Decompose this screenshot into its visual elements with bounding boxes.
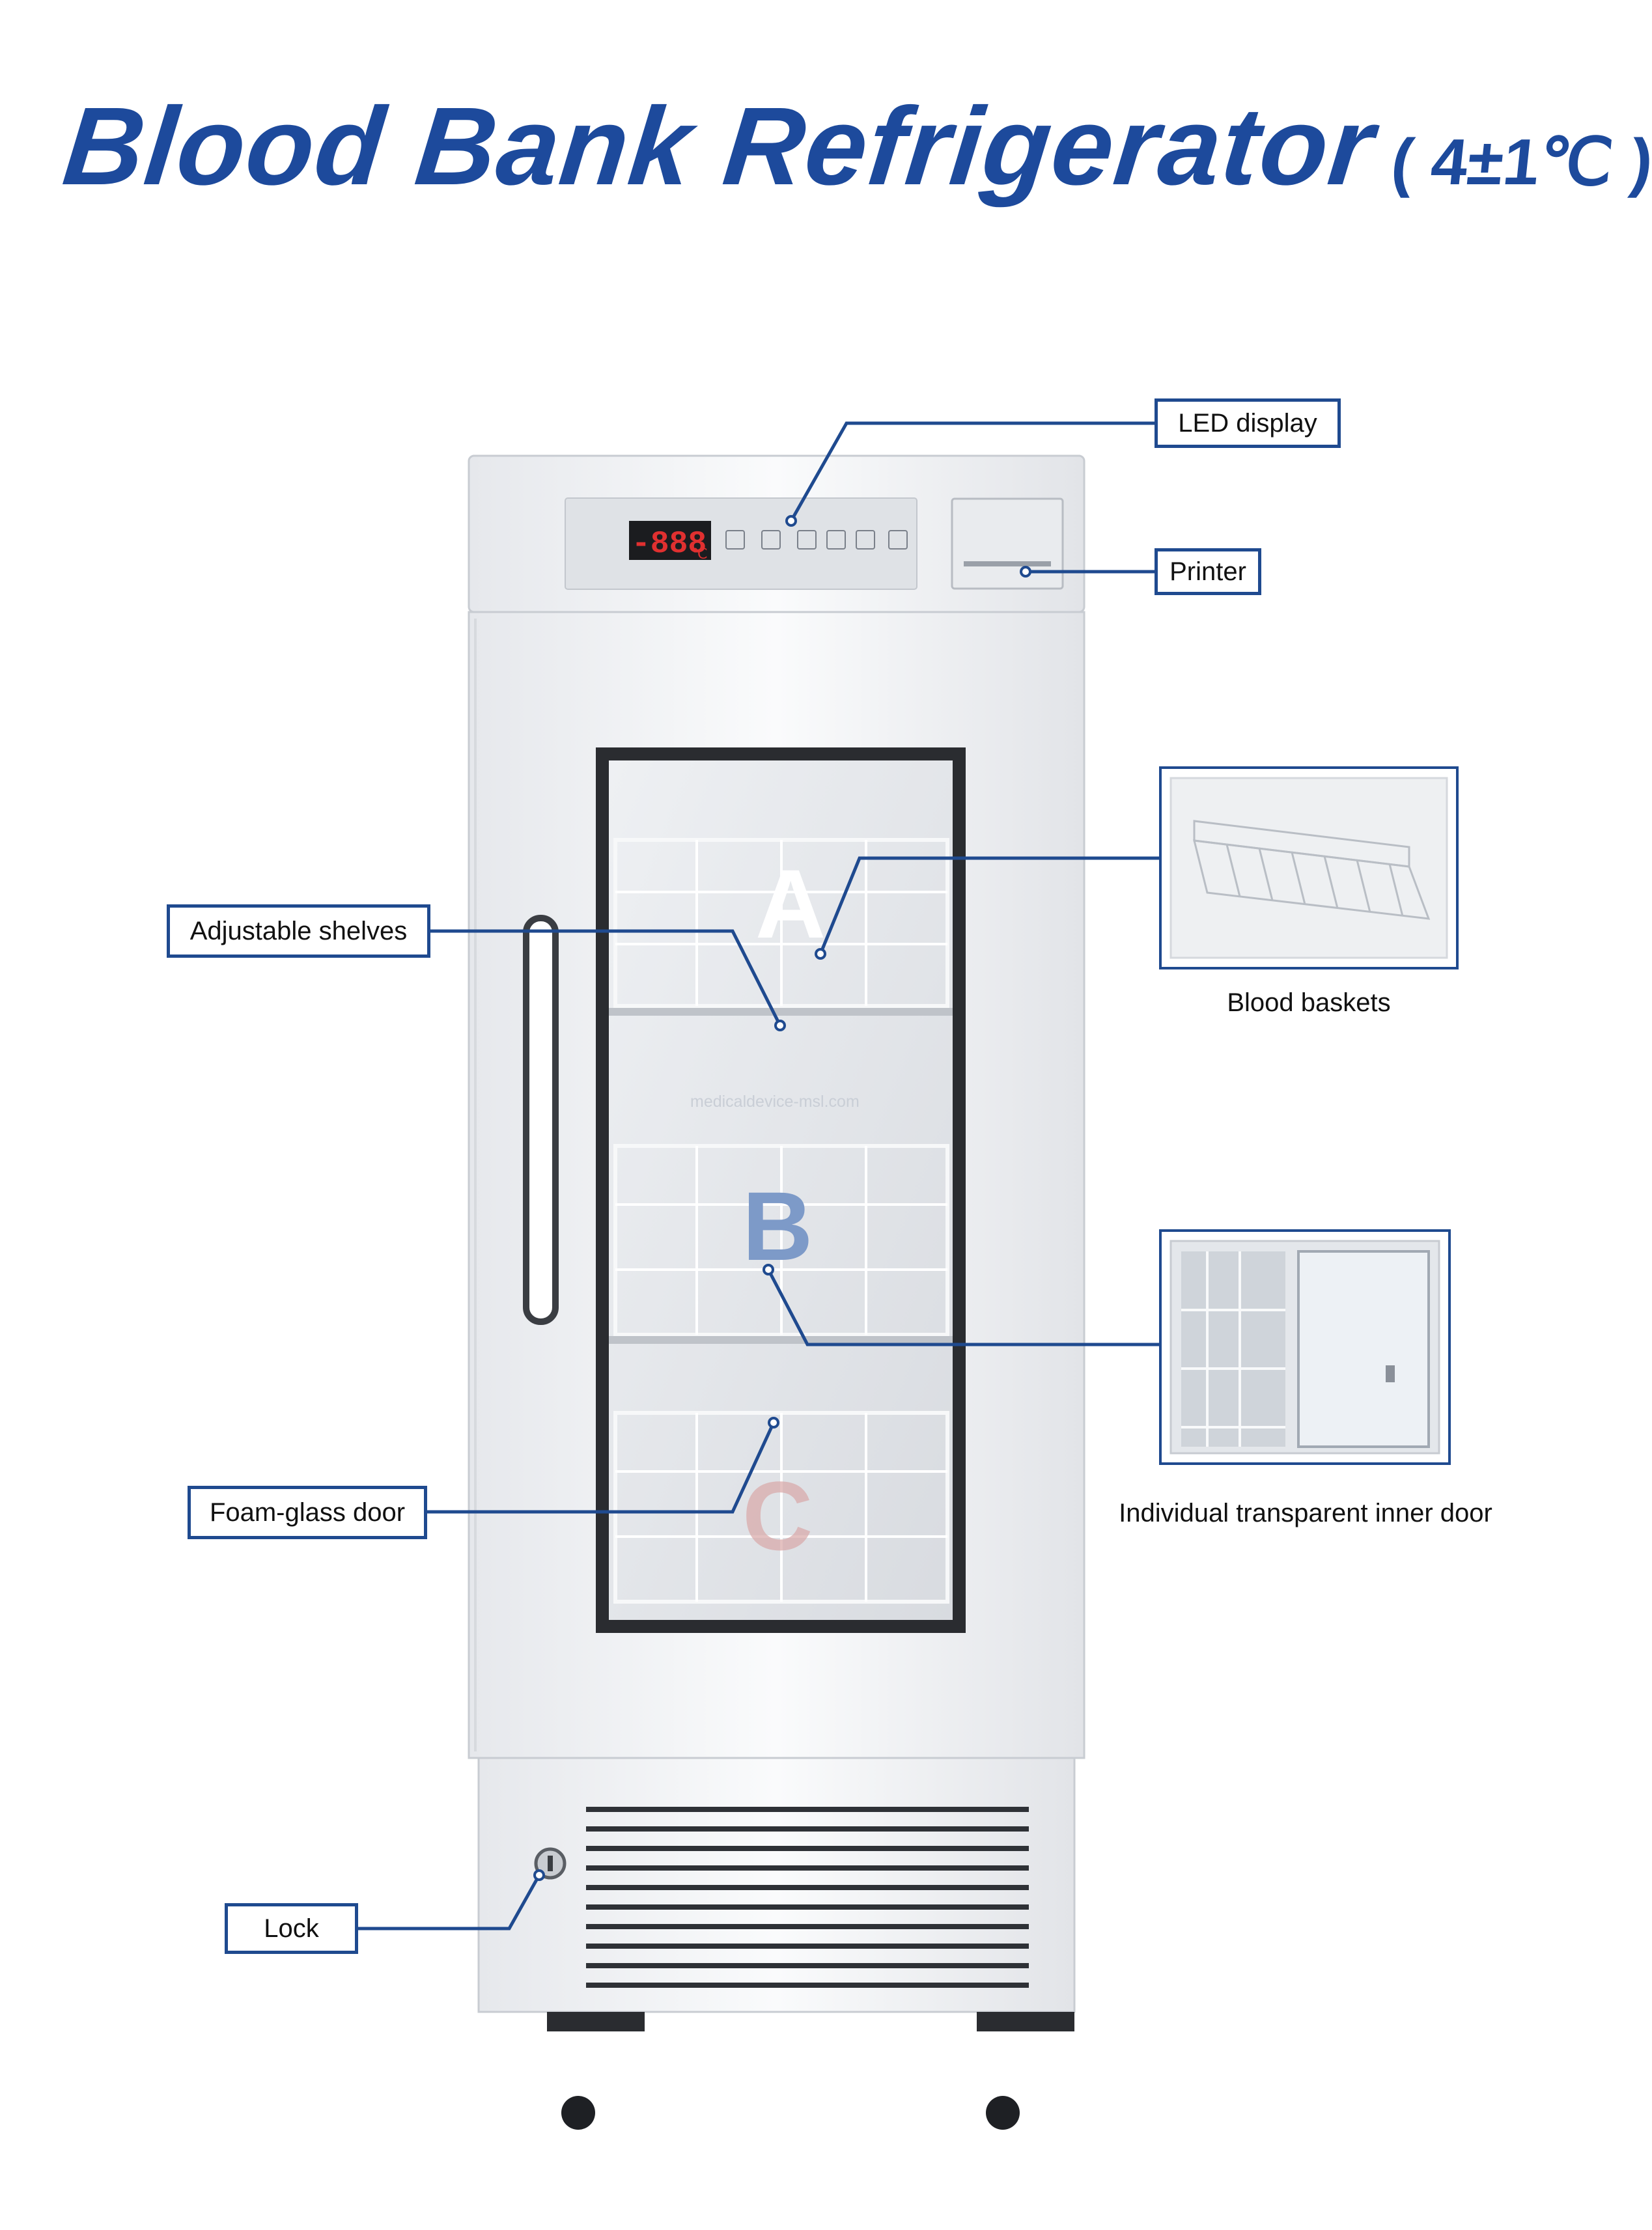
callout-lock: Lock <box>225 1903 358 1954</box>
shelf-basket-row-2 <box>609 1144 953 1344</box>
caster-wheels <box>547 2012 1074 2130</box>
shelf-letter-a: A <box>755 849 826 958</box>
shelf-letter-b: B <box>742 1171 813 1281</box>
inner-door-leader <box>766 1268 1159 1346</box>
led-screen <box>629 521 711 560</box>
adjustable-shelves-leader <box>430 929 782 1027</box>
blood-baskets-leader <box>819 856 1159 955</box>
panel-buttons <box>725 530 908 550</box>
lock-leader <box>358 1874 541 1930</box>
shelf-basket-row-3 <box>613 1411 949 1604</box>
inner-door-image <box>1169 1240 1440 1455</box>
interior-shelves <box>609 838 953 1604</box>
led-unit: ℃ <box>692 546 708 562</box>
callout-printer: Printer <box>1155 548 1261 595</box>
inset-inner-door <box>1159 1229 1451 1465</box>
printer-unit <box>951 497 1064 590</box>
control-panel <box>468 454 1085 613</box>
ventilation-grille <box>586 1807 1029 1988</box>
led-digits: -888 <box>632 527 707 562</box>
caption-blood-baskets: Blood baskets <box>1227 988 1391 1017</box>
foam-glass-door-leader <box>427 1421 776 1514</box>
callout-lines <box>358 421 1159 1930</box>
led-display-leader <box>789 421 1155 522</box>
watermark: medicaldevice-msl.com <box>690 1093 860 1111</box>
inset-blood-baskets <box>1159 766 1459 969</box>
lock-icon <box>534 1847 567 1880</box>
callout-foam-glass-door: Foam-glass door <box>188 1486 427 1539</box>
shelf-basket-row-1 <box>609 838 953 1016</box>
basket-image <box>1169 777 1448 959</box>
caption-inner-door: Individual transparent inner door <box>1119 1499 1492 1527</box>
leader-endpoints <box>533 515 1031 1881</box>
lower-compartment <box>477 1757 1076 2013</box>
callout-adjustable-shelves: Adjustable shelves <box>167 904 430 958</box>
shelf-letter-c: C <box>742 1461 813 1570</box>
door-handle <box>523 915 559 1325</box>
callout-led-display: LED display <box>1155 398 1341 448</box>
